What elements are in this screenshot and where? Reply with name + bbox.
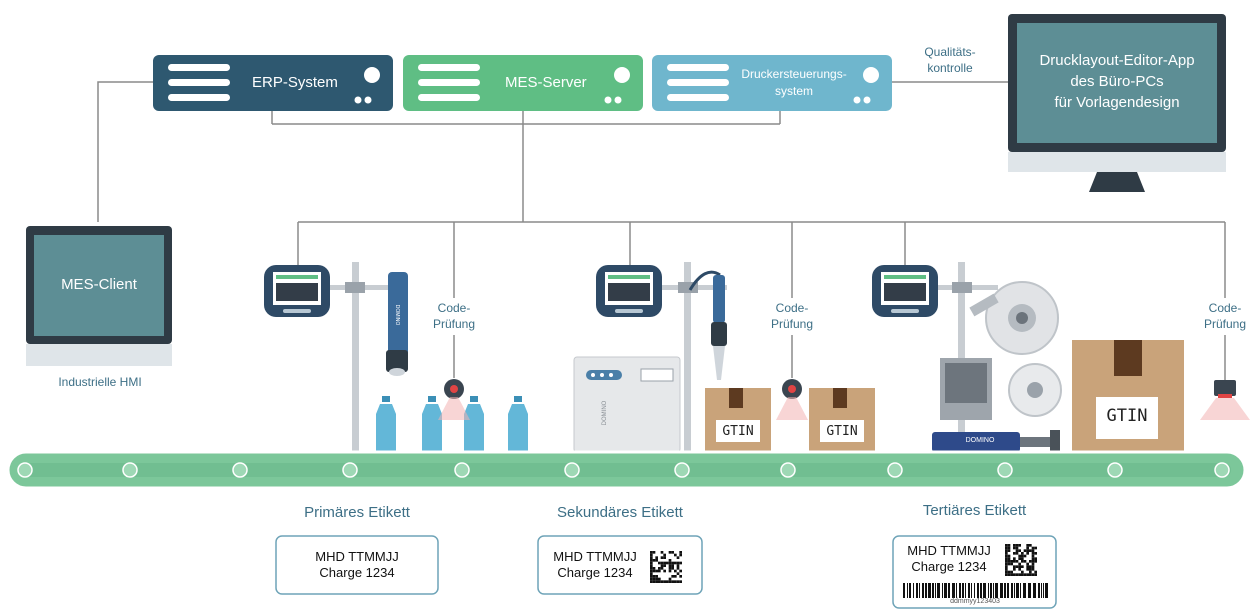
box-2-gtin: GTIN — [826, 424, 858, 439]
conveyor-roller — [564, 462, 580, 478]
quality-control-line1: Qualitäts- — [924, 45, 976, 59]
label-card-1 — [275, 535, 439, 595]
label-3-line1: MHD TTMMJJ — [907, 543, 991, 558]
label-3-text: MHD TTMMJJ Charge 1234 — [900, 543, 998, 575]
datamatrix-code-3 — [1005, 544, 1037, 576]
printer-controller-1 — [264, 265, 330, 317]
camera-2 — [776, 379, 808, 420]
quality-control-line2: kontrolle — [927, 61, 973, 75]
conveyor-roller — [1214, 462, 1230, 478]
conveyor-roller — [232, 462, 248, 478]
barcode — [903, 583, 1048, 598]
label-2-line1: MHD TTMMJJ — [553, 549, 637, 564]
box-3 — [1072, 340, 1184, 452]
label-2-line2: Charge 1234 — [557, 565, 633, 580]
erp-server-label: ERP-System — [252, 74, 338, 91]
office-pc-text: Drucklayout-Editor-App des Büro-PCs für … — [1017, 50, 1217, 113]
office-pc-line1: Drucklayout-Editor-App — [1039, 52, 1195, 69]
applicator-brand: DOMINO — [965, 437, 995, 444]
code-check-2-line2: Prüfung — [770, 317, 814, 331]
label-card-3 — [892, 535, 1057, 609]
label-3-title: Tertiäres Etikett — [922, 502, 1027, 519]
printer-cabinet — [573, 356, 681, 453]
network-lines — [97, 81, 1226, 380]
code-check-label-2: Code- Prüfung — [762, 300, 822, 332]
office-pc-line3: für Vorlagendesign — [1054, 94, 1180, 111]
barcode-text: ddmmyy123403 — [950, 598, 1000, 605]
conveyor-roller — [997, 462, 1013, 478]
conveyor-roller — [17, 462, 33, 478]
conveyor-roller — [887, 462, 903, 478]
cabinet-brand: DOMINO — [602, 400, 608, 426]
label-2-text: MHD TTMMJJ Charge 1234 — [546, 549, 644, 581]
label-applicator — [932, 262, 1062, 454]
label-2-title: Sekundäres Etikett — [557, 504, 683, 521]
label-1-line2: Charge 1234 — [319, 565, 395, 580]
conveyor-roller — [1107, 462, 1123, 478]
printer-control-label-line1: Druckersteuerungs- — [741, 67, 847, 81]
conveyor-belt — [6, 450, 1247, 490]
printer-control-server — [652, 55, 892, 111]
label-1-text: MHD TTMMJJ Charge 1234 — [276, 549, 438, 581]
office-pc-monitor — [1008, 14, 1226, 192]
datamatrix-code-2 — [650, 551, 682, 583]
label-1-title: Primäres Etikett — [304, 504, 410, 521]
box-2 — [809, 388, 875, 452]
code-check-label-3: Code- Prüfung — [1198, 300, 1252, 332]
conveyor-roller — [122, 462, 138, 478]
conveyor-roller — [674, 462, 690, 478]
camera-3 — [1200, 380, 1250, 420]
box-1 — [705, 388, 771, 452]
hmi-monitor — [26, 226, 172, 366]
mes-server-label: MES-Server — [505, 74, 587, 91]
office-pc-line2: des Büro-PCs — [1070, 73, 1164, 90]
label-3-line2: Charge 1234 — [911, 559, 987, 574]
code-check-1-line2: Prüfung — [432, 317, 476, 331]
mes-server — [403, 55, 643, 111]
printer-stand-2 — [662, 262, 727, 452]
quality-control-label: Qualitäts- kontrolle — [910, 44, 990, 76]
camera-1 — [438, 379, 470, 420]
label-1-line1: MHD TTMMJJ — [315, 549, 399, 564]
bottles — [376, 396, 528, 452]
printhead-brand-1: DOMINO — [394, 304, 400, 326]
hmi-caption: Industrielle HMI — [58, 375, 142, 389]
conveyor-rollers — [17, 462, 1230, 478]
printer-stand-1 — [330, 262, 408, 452]
code-check-3-line2: Prüfung — [1203, 317, 1247, 331]
printer-controller-3 — [872, 265, 938, 317]
box-1-gtin: GTIN — [722, 424, 754, 439]
label-card-2 — [537, 535, 703, 595]
hmi-screen-label: MES-Client — [61, 276, 137, 293]
erp-server — [153, 55, 393, 111]
conveyor-roller — [454, 462, 470, 478]
code-check-1-line1: Code- — [437, 301, 471, 315]
conveyor-roller — [342, 462, 358, 478]
printer-control-label-line2: system — [774, 84, 813, 98]
code-check-3-line1: Code- — [1208, 301, 1242, 315]
box-3-gtin: GTIN — [1106, 406, 1148, 426]
code-check-2-line1: Code- — [775, 301, 809, 315]
printer-controller-2 — [596, 265, 662, 317]
printer-control-label: Druckersteuerungs- system — [732, 66, 856, 100]
conveyor-roller — [780, 462, 796, 478]
code-check-label-1: Code- Prüfung — [424, 300, 484, 332]
